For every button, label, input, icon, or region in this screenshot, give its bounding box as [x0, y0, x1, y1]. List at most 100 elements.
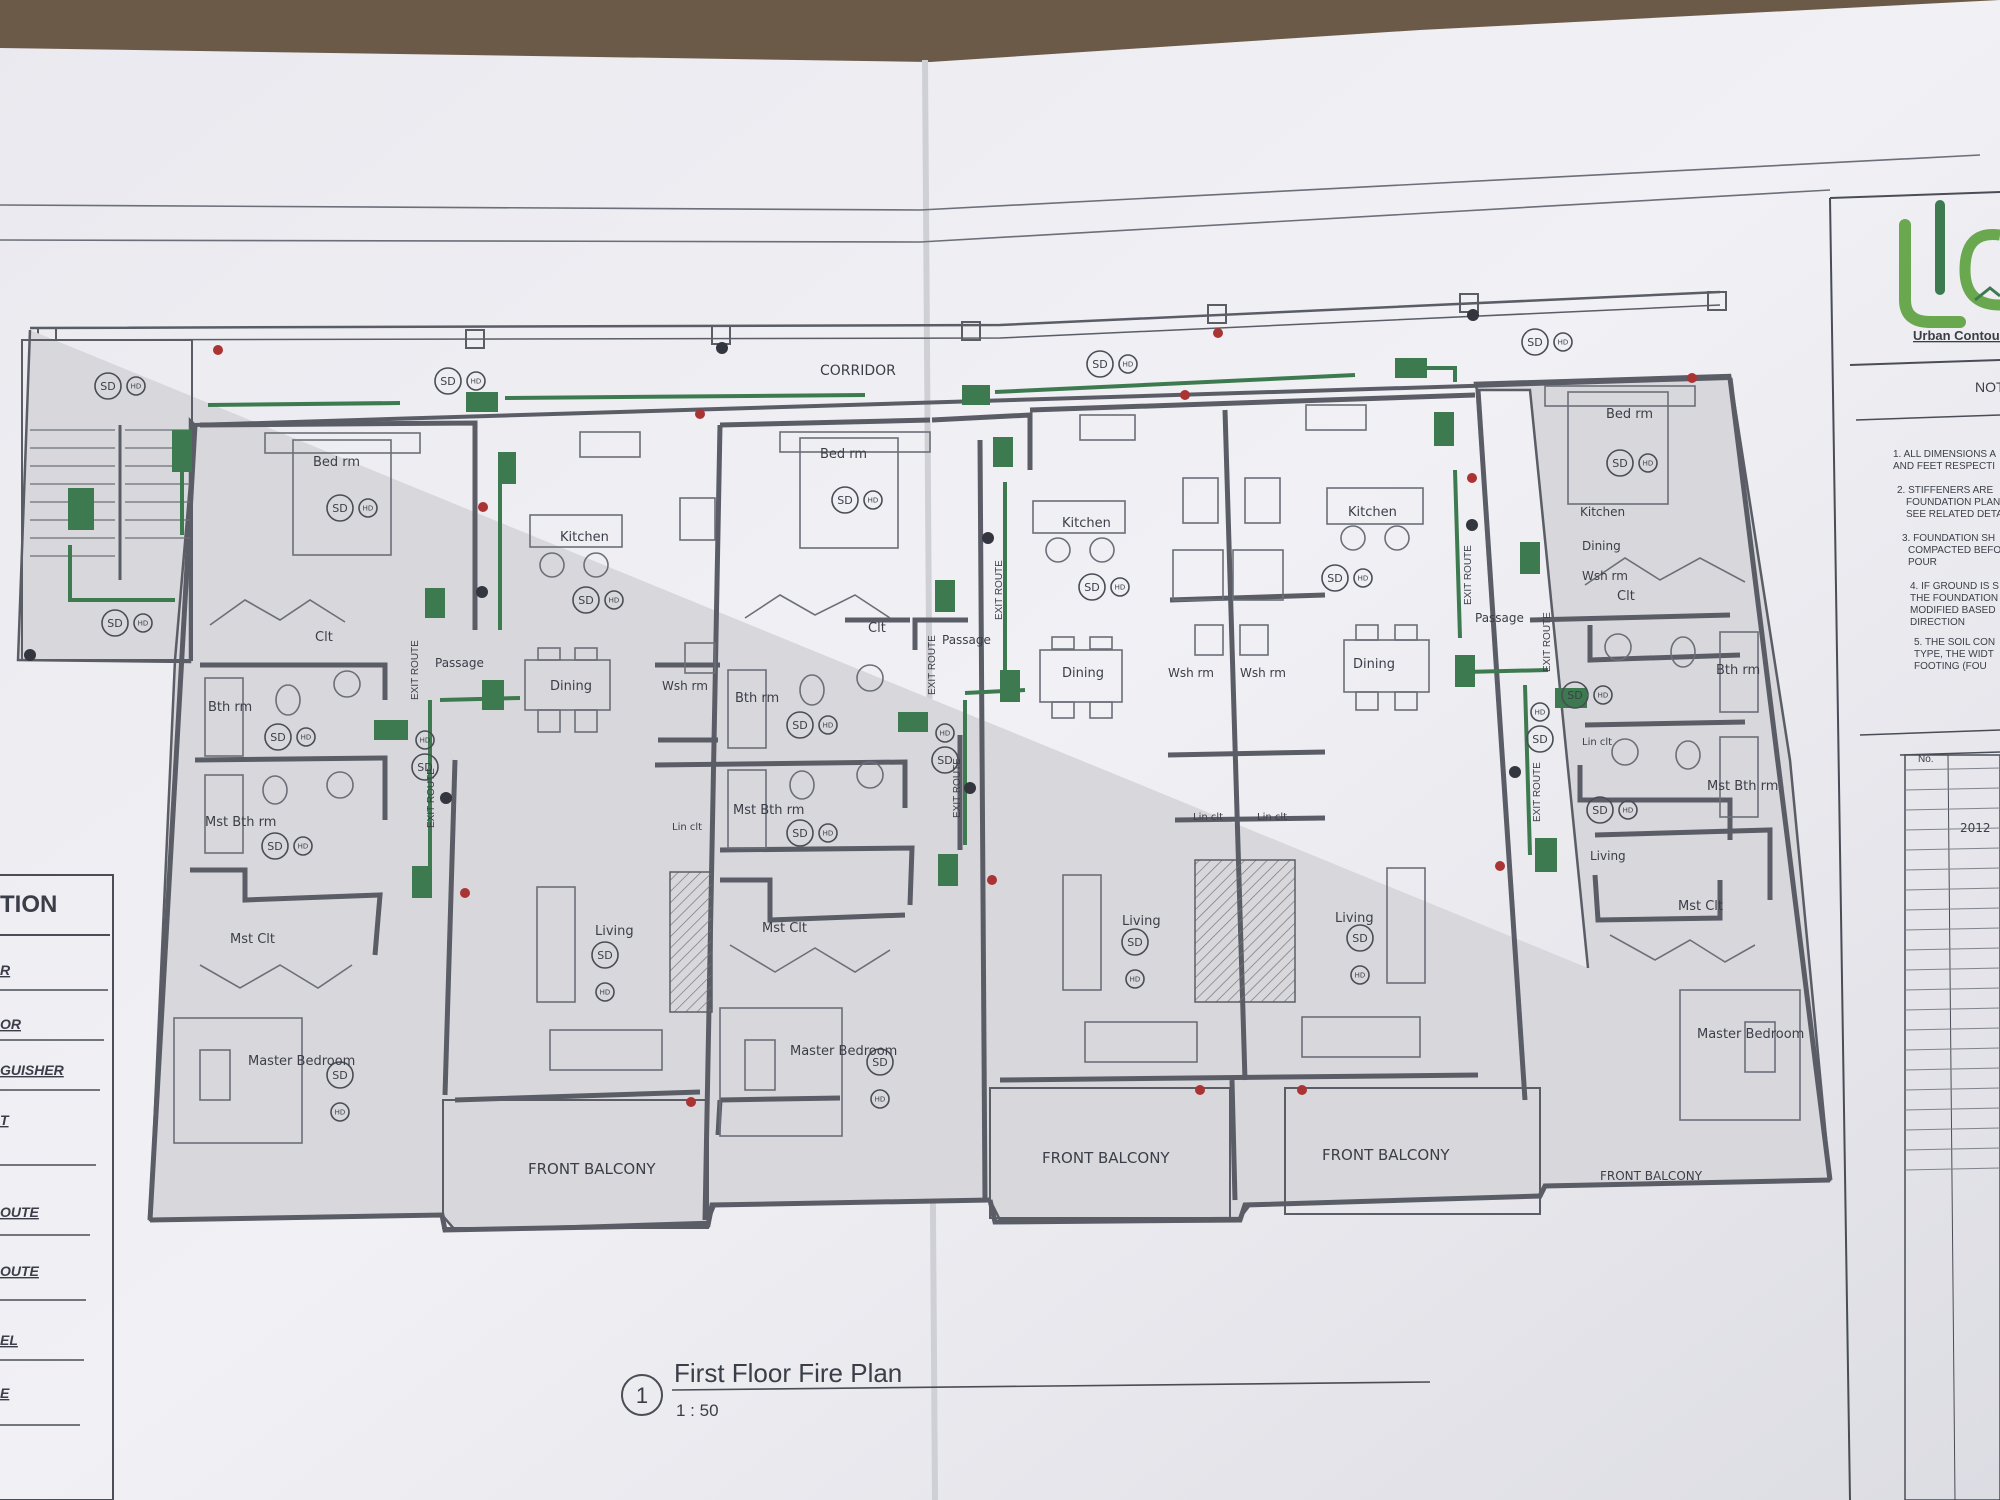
drawing-number: 1 — [636, 1383, 648, 1408]
frame-line-top — [0, 154, 1981, 211]
exit-sign-icon — [1555, 688, 1587, 708]
exit-sign-icon — [1535, 838, 1557, 872]
room-label: FRONT BALCONY — [1322, 1146, 1450, 1164]
smoke-detector-icon: SD — [572, 586, 600, 614]
heat-detector-icon: HD — [1593, 685, 1613, 705]
smoke-detector-icon: SD — [931, 746, 959, 774]
room-label: Mst Clt — [762, 921, 807, 936]
room-label: Passage — [942, 633, 991, 647]
smoke-detector-icon: SD — [1521, 328, 1549, 356]
smoke-detector-icon: SD — [786, 819, 814, 847]
room-label: Wsh rm — [1582, 569, 1628, 583]
room-label: Bth rm — [1716, 663, 1760, 678]
balconies — [442, 1087, 1541, 1229]
exit-sign-icon — [466, 392, 498, 412]
extinguisher-icon — [1467, 309, 1479, 321]
fire-alarm-devices — [213, 328, 1697, 1107]
room-label: Living — [595, 924, 634, 939]
room-label: Living — [1335, 911, 1374, 926]
heat-detector-icon: HD — [466, 371, 486, 391]
detector-label: HD — [609, 597, 620, 605]
smoke-detector-icon: SD — [866, 1048, 894, 1076]
detector-label: SD — [1612, 457, 1627, 470]
detector-label: HD — [823, 830, 834, 838]
extinguisher-icon — [1466, 519, 1478, 531]
detector-label: SD — [332, 1069, 347, 1082]
exit-route-label: EXIT ROUTE — [1542, 612, 1553, 672]
room-labels: Bed rm Clt Bth rm Mst Bth rm Mst Clt Mas… — [205, 407, 1804, 1183]
title-block: No. 2012 Urban Contours NOT 1. ALL DIMEN… — [1829, 191, 2000, 1500]
heat-detector-icon: HD — [293, 836, 313, 856]
shaft — [669, 871, 713, 1013]
detector-label: HD — [1535, 709, 1546, 717]
note-line: 4. IF GROUND IS S — [1910, 581, 1999, 592]
detector-label: HD — [298, 843, 309, 851]
note-line: 3. FOUNDATION SH — [1902, 533, 1995, 544]
room-label: Dining — [550, 679, 592, 694]
exit-sign-icon — [1000, 670, 1020, 702]
heat-detector-icon: HD — [1530, 702, 1550, 722]
detector-label: HD — [868, 497, 879, 505]
alarm-sounder-icon — [1195, 1085, 1205, 1095]
smoke-detector-icon: SD — [1078, 573, 1106, 601]
heat-detector-icon: HD — [1618, 800, 1638, 820]
general-notes: 1. ALL DIMENSIONS A AND FEET RESPECTI 2.… — [1893, 449, 2000, 672]
detector-label: HD — [1643, 460, 1654, 468]
exit-sign-icon — [1395, 358, 1427, 378]
alarm-sounder-icon — [695, 409, 705, 419]
exit-sign-icon — [993, 437, 1013, 467]
room-label: Wsh rm — [1240, 666, 1286, 680]
detector-label: SD — [332, 502, 347, 515]
detector-label: SD — [1327, 572, 1342, 585]
note-line: COMPACTED BEFO — [1908, 545, 2000, 556]
note-line: THE FOUNDATION — [1910, 593, 1998, 604]
room-label: Mst Clt — [230, 932, 275, 947]
heat-detector-icon: HD — [1118, 354, 1138, 374]
exit-route-label: EXIT ROUTE — [426, 768, 437, 828]
room-label: Master Bedroom — [1697, 1027, 1804, 1042]
heat-detector-icon: HD — [863, 490, 883, 510]
room-label: FRONT BALCONY — [1042, 1149, 1170, 1167]
exit-sign-icon — [425, 588, 445, 618]
exit-route-label: EXIT ROUTE — [927, 635, 938, 695]
note-line: SEE RELATED DETA — [1906, 509, 2000, 520]
room-label: Kitchen — [560, 530, 609, 545]
alarm-sounder-icon — [1213, 328, 1223, 338]
exit-route-label: EXIT ROUTE — [410, 640, 421, 700]
detector-label: HD — [1558, 339, 1569, 347]
room-label: Bed rm — [313, 455, 360, 470]
detector-label: HD — [1598, 692, 1609, 700]
detector-label: SD — [597, 949, 612, 962]
smoke-detector-icon: SD — [1321, 564, 1349, 592]
detector-label: SD — [417, 761, 432, 774]
interior-walls — [190, 389, 1773, 1221]
room-label: Dining — [1582, 539, 1621, 553]
stair — [21, 339, 193, 661]
detector-label: SD — [1084, 581, 1099, 594]
detector-label: SD — [937, 754, 952, 767]
room-label: Mst Bth rm — [1707, 779, 1778, 794]
extinguisher-icon — [982, 532, 994, 544]
smoke-detector-icon: SD — [326, 1061, 354, 1089]
room-label: Wsh rm — [1168, 666, 1214, 680]
smoke-detector-icon: SD — [101, 609, 129, 637]
smoke-detector-icon: SD — [326, 494, 354, 522]
room-label: Lin clt — [1257, 812, 1287, 823]
room-label: Lin clt — [1582, 737, 1612, 748]
smoke-detector-icon: SD — [1086, 350, 1114, 378]
heat-detector-icon: HD — [1110, 577, 1130, 597]
alarm-sounder-icon — [213, 345, 223, 355]
smoke-detector-icon: SD — [264, 723, 292, 751]
exit-sign-icon — [935, 580, 955, 612]
exit-sign-icon — [1520, 542, 1540, 574]
room-label: Mst Clt — [1678, 899, 1723, 914]
corridor-label: CORRIDOR — [820, 363, 896, 379]
exterior-walls — [16, 329, 1833, 1233]
smoke-detector-icon: SD — [1586, 796, 1614, 824]
notes-heading: NOT — [1975, 379, 2000, 395]
detector-label: SD — [1527, 336, 1542, 349]
detector-label: HD — [471, 378, 482, 386]
detector-label: HD — [1355, 972, 1366, 980]
